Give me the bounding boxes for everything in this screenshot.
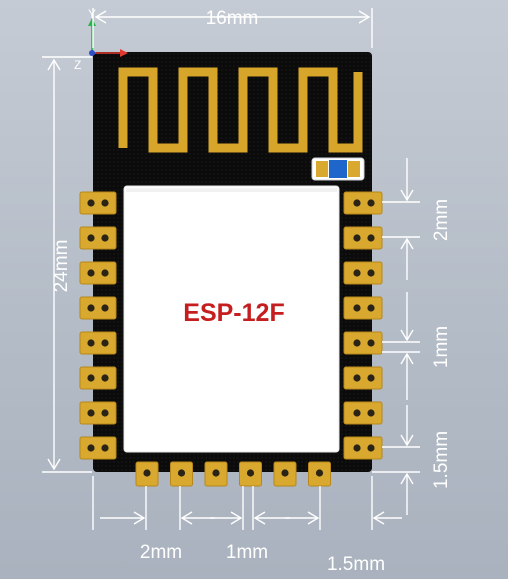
right-pad: [343, 401, 383, 425]
dim-bottom: 2mm 1mm 1.5mm: [92, 476, 402, 575]
dim-clearance-label: 1.5mm: [431, 431, 452, 489]
axis-indicator: Y Z: [74, 7, 128, 72]
bottom-pad: [273, 461, 297, 487]
bottom-pad: [239, 461, 262, 487]
dim-width: 16mm: [92, 8, 373, 48]
dim-height-label: 24mm: [51, 240, 72, 293]
dim-width-label: 16mm: [206, 8, 259, 29]
dim-bottom-right-label: 1.5mm: [327, 554, 385, 575]
right-pad: [343, 331, 383, 355]
dim-bottom-mid-label: 1mm: [226, 542, 268, 563]
dim-height: 24mm: [42, 56, 92, 473]
bottom-pad: [204, 461, 228, 487]
bottom-pad: [135, 461, 159, 487]
left-pads: [79, 191, 117, 460]
dim-right: 2mm 1mm 1.5mm: [372, 158, 452, 515]
dim-pad-label: 1mm: [431, 326, 452, 368]
right-pad: [343, 191, 383, 215]
right-pad: [343, 366, 383, 390]
left-pad: [79, 226, 117, 250]
bottom-pads: [135, 461, 331, 487]
left-pad: [79, 191, 117, 215]
axis-z-label: Z: [74, 58, 81, 72]
left-pad: [79, 296, 117, 320]
left-pad: [79, 401, 117, 425]
antenna-trace: [118, 67, 363, 153]
right-pad: [343, 436, 383, 460]
dim-pitch-label: 2mm: [431, 199, 452, 241]
smd-led: [311, 157, 365, 181]
right-pad: [343, 296, 383, 320]
right-pad: [343, 261, 383, 285]
right-pads: [343, 191, 383, 460]
dim-bottom-left-label: 2mm: [140, 542, 182, 563]
bottom-pad: [170, 461, 193, 487]
metal-shield: [123, 185, 340, 453]
left-pad: [79, 436, 117, 460]
right-pad: [343, 226, 383, 250]
left-pad: [79, 366, 117, 390]
bottom-pad: [308, 461, 331, 487]
left-pad: [79, 331, 117, 355]
axis-y-label: Y: [88, 7, 96, 21]
left-pad: [79, 261, 117, 285]
module-label: ESP-12F: [183, 299, 284, 327]
